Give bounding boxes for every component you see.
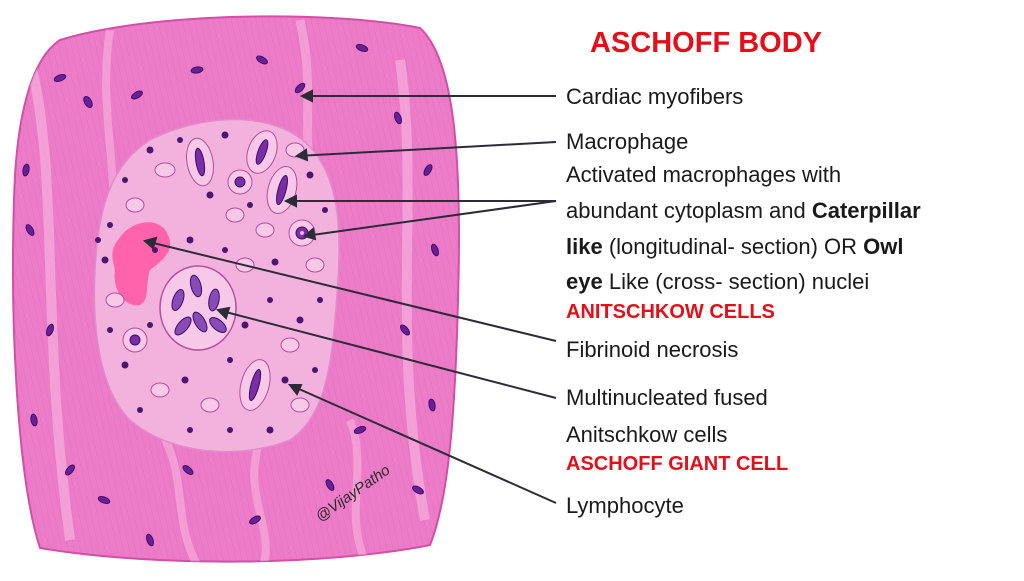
- arrow-macrophage: [296, 141, 557, 157]
- tissue-section: @VijayPatho: [12, 15, 460, 563]
- label-multinucleated-line1: Multinucleated fused: [566, 385, 768, 410]
- label-activated-line3: like (longitudinal- section) OR Owl: [566, 234, 904, 259]
- label-anitschkow-cells: ANITSCHKOW CELLS: [566, 301, 775, 323]
- arrow-giant-cell: [217, 309, 557, 399]
- label-aschoff-giant-cell: ASCHOFF GIANT CELL: [566, 453, 788, 475]
- label-macrophage: Macrophage: [566, 129, 688, 154]
- arrowhead-fibrinoid-necrosis: [142, 236, 158, 250]
- label-activated-line2: abundant cytoplasm and Caterpillar: [566, 198, 921, 223]
- label-caterpillar: Caterpillar: [812, 198, 921, 223]
- label-cross-section: Like (cross- section) nuclei: [603, 269, 870, 294]
- myofiber-nuclei: [22, 44, 439, 547]
- label-cardiac-myofibers: Cardiac myofibers: [566, 84, 743, 109]
- arrowhead-activated-2: [302, 227, 317, 241]
- label-like: like: [566, 234, 603, 259]
- label-activated-line1: Activated macrophages with: [566, 162, 841, 187]
- label-activated-line2-a: abundant cytoplasm and: [566, 198, 812, 223]
- aschoff-lesion: [93, 118, 340, 453]
- arrowhead-giant-cell: [215, 306, 231, 320]
- label-longitudinal: (longitudinal- section) OR: [603, 234, 863, 259]
- arrow-activated-2: [304, 200, 557, 237]
- aschoff-giant-cell: [159, 265, 237, 351]
- lymphocytes: [95, 131, 328, 434]
- arrow-fibrinoid-necrosis: [144, 240, 557, 342]
- arrowhead-cardiac-myofibers: [299, 89, 313, 103]
- label-activated-line4: eye Like (cross- section) nuclei: [566, 269, 869, 294]
- label-owl: Owl: [863, 234, 903, 259]
- annotation-arrows: [142, 89, 557, 504]
- arrow-lymphocyte: [289, 384, 557, 504]
- label-lymphocyte: Lymphocyte: [566, 493, 684, 518]
- label-fibrinoid-necrosis: Fibrinoid necrosis: [566, 337, 738, 362]
- activated-macrophages: [122, 130, 316, 411]
- labels: Cardiac myofibers Macrophage Activated m…: [566, 84, 921, 518]
- macrophages: [105, 142, 325, 413]
- arrowhead-lymphocyte: [287, 384, 303, 396]
- arrowhead-macrophage: [294, 148, 309, 162]
- label-eye: eye: [566, 269, 603, 294]
- diagram-title: ASCHOFF BODY: [590, 27, 822, 59]
- arrowhead-activated-1: [283, 194, 297, 208]
- label-multinucleated-line2: Anitschkow cells: [566, 422, 727, 447]
